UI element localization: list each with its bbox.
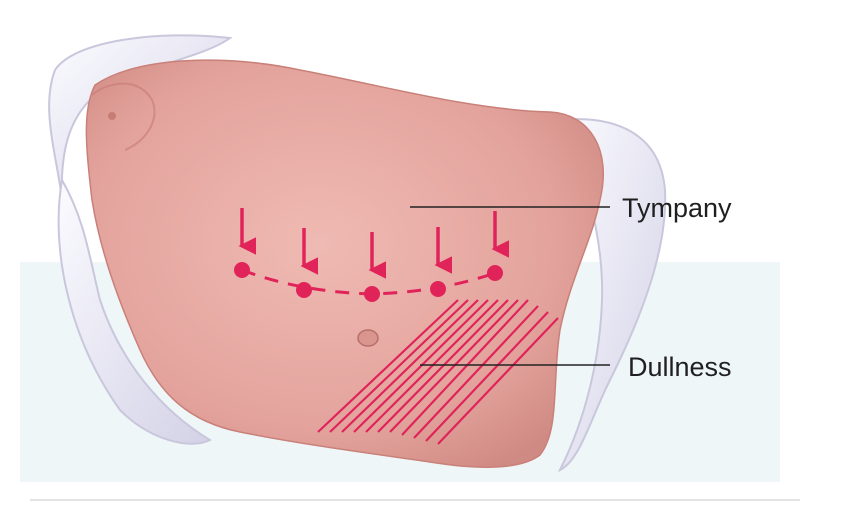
tympany-label: Tympany	[622, 193, 732, 223]
percussion-point	[487, 265, 503, 281]
percussion-point	[430, 281, 446, 297]
umbilicus	[358, 330, 378, 346]
dullness-label: Dullness	[628, 352, 732, 382]
nipple	[108, 112, 116, 120]
percussion-point	[364, 286, 380, 302]
percussion-point	[234, 262, 250, 278]
percussion-point	[296, 282, 312, 298]
